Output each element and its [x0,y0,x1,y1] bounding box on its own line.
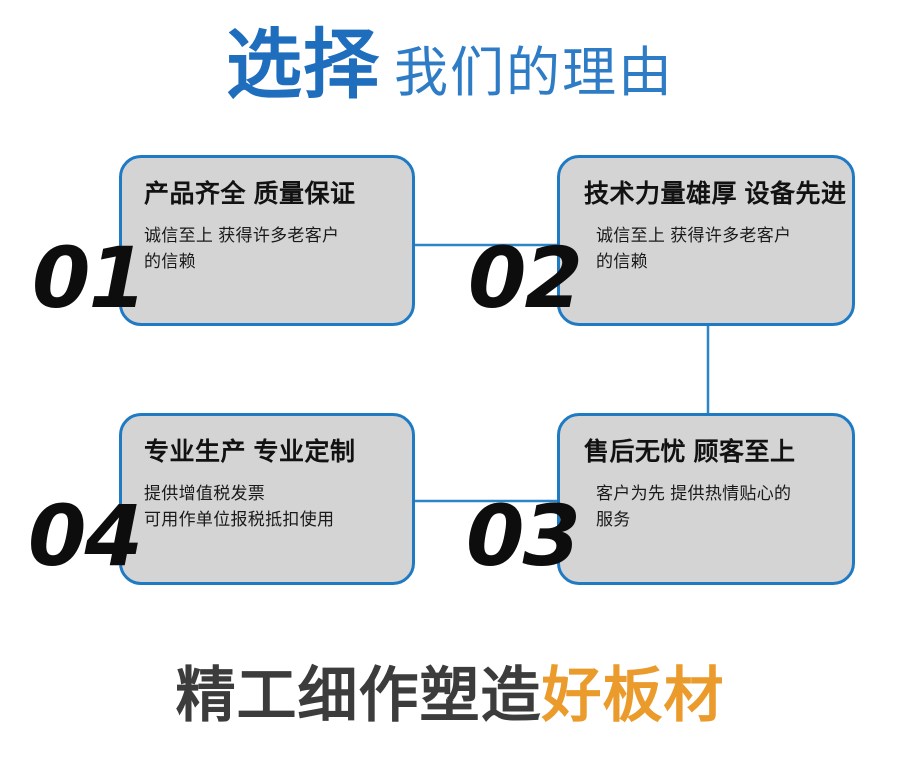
feature-card-01-title: 产品齐全 质量保证 [144,180,356,208]
feature-card-03-body-line-2: 服务 [596,510,631,530]
feature-card-04-body-line-1: 提供增值税发票 [144,483,266,503]
feature-card-04-number: 04 [28,487,143,585]
page-title-emphasis: 选择 [226,23,380,108]
feature-card-04-title: 专业生产 专业定制 [144,438,356,466]
page-title: 选择我们的理由 [0,28,900,104]
feature-card-02-body: 诚信至上 获得许多老客户 的信赖 [596,223,832,276]
footer-slogan-main: 精工细作塑造 [175,662,542,729]
feature-card-02-body-line-1: 诚信至上 获得许多老客户 [596,225,792,245]
feature-card-02-number: 02 [468,229,583,327]
page-title-subtext: 我们的理由 [394,43,674,103]
feature-card-02-body-line-2: 的信赖 [596,252,648,272]
feature-card-02[interactable]: 技术力量雄厚 设备先进 诚信至上 获得许多老客户 的信赖 [557,155,855,326]
feature-card-04-body-line-2: 可用作单位报税抵扣使用 [144,510,335,530]
footer-slogan-accent: 好板材 [541,662,725,729]
feature-card-03-body: 客户为先 提供热情贴心的 服务 [596,481,832,534]
feature-card-03-body-line-1: 客户为先 提供热情贴心的 [596,483,792,503]
feature-card-03-title: 售后无忧 顾客至上 [584,438,796,466]
feature-card-01-body-line-2: 的信赖 [144,252,196,272]
footer-slogan: 精工细作塑造好板材 [0,666,900,726]
feature-card-04[interactable]: 专业生产 专业定制 提供增值税发票 可用作单位报税抵扣使用 [119,413,415,585]
feature-card-01-body: 诚信至上 获得许多老客户 的信赖 [144,223,392,276]
feature-card-01-body-line-1: 诚信至上 获得许多老客户 [144,225,340,245]
feature-card-03[interactable]: 售后无忧 顾客至上 客户为先 提供热情贴心的 服务 [557,413,855,585]
feature-card-01-number: 01 [32,229,147,327]
feature-card-01[interactable]: 产品齐全 质量保证 诚信至上 获得许多老客户 的信赖 [119,155,415,326]
feature-card-04-body: 提供增值税发票 可用作单位报税抵扣使用 [144,481,392,534]
feature-card-02-title: 技术力量雄厚 设备先进 [584,180,847,208]
feature-card-03-number: 03 [466,487,581,585]
